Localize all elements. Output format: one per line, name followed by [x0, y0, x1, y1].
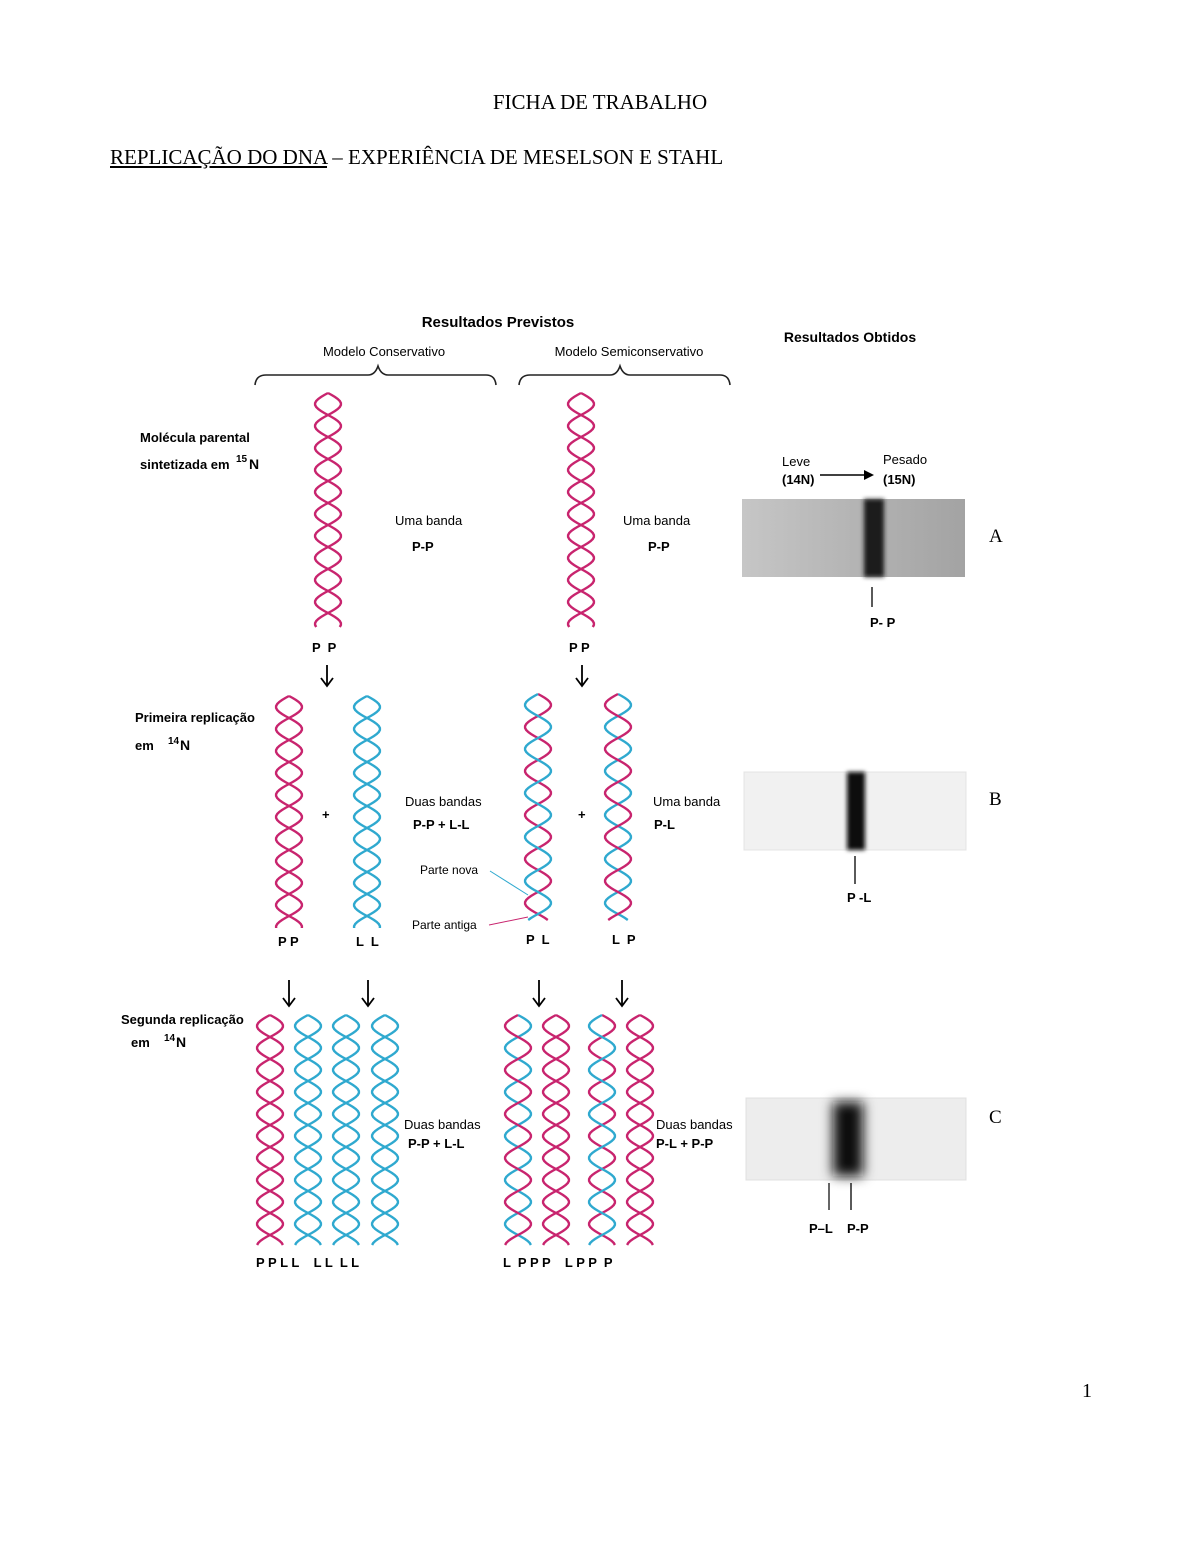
helix-second-semi-4: [625, 1013, 655, 1246]
gel-C-band-label-1: P–L: [809, 1221, 833, 1236]
svg-text:14: 14: [168, 736, 180, 747]
old-part-pointer: [488, 916, 529, 926]
helix-second-cons-4: [370, 1013, 400, 1246]
subtitle-underlined: REPLICAÇÃO DO DNA: [110, 145, 328, 169]
band-value-parental-semi: P-P: [648, 539, 670, 554]
band-value-second-semi: P-L + P-P: [656, 1136, 714, 1151]
gel-scale: Leve (14N) Pesado (15N): [782, 452, 927, 487]
svg-text:N: N: [176, 1034, 186, 1050]
gel-C-band-label-2: P-P: [847, 1221, 869, 1236]
gel-A-background: [742, 499, 965, 577]
helix-first-cons-new: [352, 694, 382, 928]
svg-text:Primeira replicação: Primeira replicação: [135, 710, 255, 725]
gel-C-letter: C: [989, 1107, 1002, 1128]
subtitle-rest: – EXPERIÊNCIA DE MESELSON E STAHL: [327, 145, 724, 169]
strands-parental-semi: P P: [569, 640, 590, 655]
new-part-pointer: [489, 870, 529, 896]
model-conservative-label: Modelo Conservativo: [323, 344, 445, 359]
arrow-parental-cons: [320, 665, 334, 688]
arrow-first-semi-a: [532, 980, 546, 1008]
strands-first-cons-a: P P: [278, 934, 299, 949]
strands-first-semi-b: L P: [612, 932, 636, 947]
gel-B: P -L B: [743, 771, 1002, 905]
svg-text:sintetizada em: sintetizada em: [140, 457, 230, 472]
arrow-first-semi-b: [615, 980, 629, 1008]
conservative-brace: [254, 363, 497, 386]
gel-A-band-label: P- P: [870, 615, 896, 630]
helix-second-semi-3: [587, 1013, 617, 1246]
gel-A-letter: A: [989, 526, 1003, 547]
helix-first-semi-b: [603, 692, 633, 921]
strands-first-cons-b: L L: [356, 934, 379, 949]
row-label-first-replication: Primeira replicação em 14 N: [135, 710, 255, 753]
plus-first-cons: +: [322, 807, 330, 822]
gel-B-letter: B: [989, 789, 1002, 810]
svg-text:N: N: [180, 737, 190, 753]
band-value-parental-cons: P-P: [412, 539, 434, 554]
page-number: 1: [1082, 1380, 1092, 1402]
document-subtitle: REPLICAÇÃO DO DNA – EXPERIÊNCIA DE MESEL…: [110, 145, 723, 170]
svg-text:(14N): (14N): [782, 472, 815, 487]
old-part-label: Parte antiga: [412, 918, 477, 932]
svg-text:Molécula parental: Molécula parental: [140, 430, 250, 445]
row-label-second-replication: Segunda replicação em 14 N: [121, 1012, 244, 1050]
svg-text:(15N): (15N): [883, 472, 916, 487]
helix-first-cons-parent: [274, 694, 304, 928]
strands-first-semi-a: P L: [526, 932, 550, 947]
band-label-second-cons: Duas bandas: [404, 1117, 481, 1132]
plus-first-semi: +: [578, 807, 586, 822]
gel-B-band: [847, 772, 865, 850]
svg-text:14: 14: [164, 1033, 176, 1044]
svg-text:Segunda replicação: Segunda replicação: [121, 1012, 244, 1027]
document-title: FICHA DE TRABALHO: [492, 90, 708, 114]
strands-second-cons: P P L L L L L L: [256, 1255, 359, 1270]
gel-A: P- P A: [742, 499, 1003, 630]
new-part-label: Parte nova: [420, 863, 478, 877]
header-obtained: Resultados Obtidos: [784, 329, 916, 345]
gel-A-band: [864, 499, 884, 577]
helix-first-semi-a: [523, 692, 553, 921]
band-value-first-cons: P-P + L-L: [413, 817, 470, 832]
strands-second-semi: L P P P L P P P: [503, 1255, 613, 1270]
band-label-parental-semi: Uma banda: [623, 513, 691, 528]
helix-second-cons-3: [331, 1013, 361, 1246]
svg-text:Pesado: Pesado: [883, 452, 927, 467]
dna-helices: [255, 391, 655, 1246]
arrow-first-cons-a: [282, 980, 296, 1008]
model-semiconservative-label: Modelo Semiconservativo: [555, 344, 704, 359]
svg-text:15: 15: [236, 454, 248, 465]
header-predicted: Resultados Previstos: [422, 314, 575, 331]
semiconservative-brace: [518, 363, 731, 386]
gel-C: P–L P-P C: [745, 1097, 1002, 1236]
svg-text:em: em: [135, 738, 154, 753]
band-label-first-cons: Duas bandas: [405, 794, 482, 809]
svg-text:em: em: [131, 1035, 150, 1050]
arrow-first-cons-b: [361, 980, 375, 1008]
helix-parental-semi: [566, 391, 596, 628]
svg-text:Leve: Leve: [782, 454, 810, 469]
band-label-parental-cons: Uma banda: [395, 513, 463, 528]
band-value-first-semi: P-L: [654, 817, 675, 832]
gel-C-band: [833, 1102, 863, 1176]
arrow-parental-semi: [575, 665, 589, 688]
svg-text:N: N: [249, 456, 259, 472]
band-value-second-cons: P-P + L-L: [408, 1136, 465, 1151]
gel-B-band-label: P -L: [847, 890, 871, 905]
helix-second-semi-1: [503, 1013, 533, 1246]
helix-second-cons-1: [255, 1013, 285, 1246]
row-label-parental: Molécula parental sintetizada em 15 N: [140, 430, 259, 472]
band-label-second-semi: Duas bandas: [656, 1117, 733, 1132]
helix-second-semi-2: [541, 1013, 571, 1246]
helix-parental-cons: [313, 391, 343, 628]
band-label-first-semi: Uma banda: [653, 794, 721, 809]
helix-second-cons-2: [293, 1013, 323, 1246]
strands-parental-cons: P P: [312, 640, 337, 655]
